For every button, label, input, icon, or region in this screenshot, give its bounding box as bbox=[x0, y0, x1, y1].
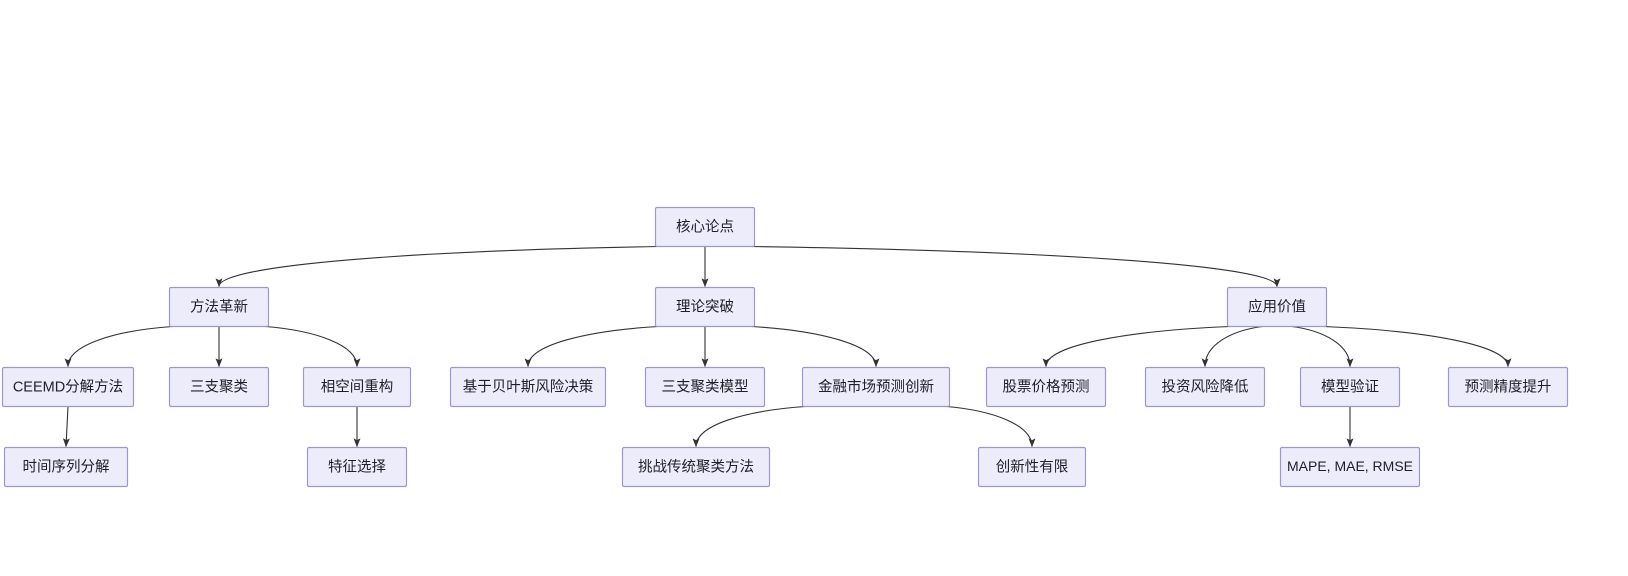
node-box-l2c[interactable] bbox=[302, 366, 412, 408]
node-label-root: 核心论点 bbox=[676, 218, 734, 235]
node-box-l1c[interactable] bbox=[1226, 286, 1328, 328]
node-l1c[interactable]: 应用价值 bbox=[1226, 286, 1328, 328]
node-l2d[interactable]: 基于贝叶斯风险决策 bbox=[449, 366, 607, 408]
node-l2a[interactable]: CEEMD分解方法 bbox=[1, 366, 135, 408]
node-label-l1a: 方法革新 bbox=[190, 298, 248, 315]
node-box-l3c[interactable] bbox=[621, 446, 771, 488]
node-box-l2j[interactable] bbox=[1447, 366, 1569, 408]
node-label-l2e: 三支聚类模型 bbox=[662, 378, 749, 395]
node-label-l3e: MAPE, MAE, RMSE bbox=[1287, 458, 1413, 474]
node-l1a[interactable]: 方法革新 bbox=[168, 286, 270, 328]
node-box-l1b[interactable] bbox=[654, 286, 756, 328]
node-label-l2h: 投资风险降低 bbox=[1162, 378, 1249, 395]
edge-l1b-to-l2f bbox=[751, 325, 880, 368]
node-box-l2h[interactable] bbox=[1144, 366, 1266, 408]
edge-l2a-to-l3a bbox=[62, 406, 70, 448]
node-l2h[interactable]: 投资风险降低 bbox=[1144, 366, 1266, 408]
node-box-l2e[interactable] bbox=[644, 366, 766, 408]
node-l3c[interactable]: 挑战传统聚类方法 bbox=[621, 446, 771, 488]
node-l2i[interactable]: 模型验证 bbox=[1299, 366, 1401, 408]
node-l2e[interactable]: 三支聚类模型 bbox=[644, 366, 766, 408]
node-label-l3d: 创新性有限 bbox=[996, 458, 1069, 475]
node-l2f[interactable]: 金融市场预测创新 bbox=[801, 366, 951, 408]
node-root[interactable]: 核心论点 bbox=[654, 206, 756, 248]
node-box-l2g[interactable] bbox=[985, 366, 1107, 408]
node-label-l2c: 相空间重构 bbox=[321, 378, 394, 395]
node-l3e[interactable]: MAPE, MAE, RMSE bbox=[1279, 446, 1421, 488]
edge-root-to-l1a bbox=[215, 245, 659, 288]
node-label-l2g: 股票价格预测 bbox=[1003, 378, 1090, 395]
node-label-l1b: 理论突破 bbox=[676, 298, 734, 315]
node-label-l3b: 特征选择 bbox=[328, 458, 386, 475]
node-box-root[interactable] bbox=[654, 206, 756, 248]
node-label-l2d: 基于贝叶斯风险决策 bbox=[463, 378, 594, 395]
edge-l1c-to-l2h bbox=[1201, 325, 1263, 368]
node-box-l3a[interactable] bbox=[3, 446, 129, 488]
node-box-l2f[interactable] bbox=[801, 366, 951, 408]
node-box-l1a[interactable] bbox=[168, 286, 270, 328]
node-l2j[interactable]: 预测精度提升 bbox=[1447, 366, 1569, 408]
node-label-l2j: 预测精度提升 bbox=[1465, 378, 1552, 395]
node-l3b[interactable]: 特征选择 bbox=[306, 446, 408, 488]
node-box-l3b[interactable] bbox=[306, 446, 408, 488]
node-label-l2i: 模型验证 bbox=[1321, 378, 1379, 395]
node-label-l2f: 金融市场预测创新 bbox=[818, 378, 934, 395]
node-label-l2a: CEEMD分解方法 bbox=[13, 378, 123, 395]
node-box-l2i[interactable] bbox=[1299, 366, 1401, 408]
node-l2g[interactable]: 股票价格预测 bbox=[985, 366, 1107, 408]
edge-l1c-to-l2i bbox=[1291, 325, 1354, 368]
node-label-l3c: 挑战传统聚类方法 bbox=[638, 458, 754, 475]
node-box-l2a[interactable] bbox=[1, 366, 135, 408]
node-l3d[interactable]: 创新性有限 bbox=[977, 446, 1087, 488]
node-label-l3a: 时间序列分解 bbox=[23, 458, 110, 475]
edge-l1c-to-l2j bbox=[1323, 325, 1512, 368]
edge-layer bbox=[62, 245, 1512, 448]
node-l2c[interactable]: 相空间重构 bbox=[302, 366, 412, 408]
edge-l1b-to-l2d bbox=[524, 325, 659, 368]
edge-l2f-to-l3c bbox=[692, 405, 806, 448]
node-box-l3e[interactable] bbox=[1279, 446, 1421, 488]
node-label-l1c: 应用价值 bbox=[1248, 297, 1306, 315]
edge-root-to-l1c bbox=[751, 245, 1281, 288]
node-box-l2b[interactable] bbox=[168, 366, 270, 408]
edge-l1c-to-l2g bbox=[1042, 325, 1231, 368]
edge-l1a-to-l2c bbox=[265, 325, 361, 368]
node-l3a[interactable]: 时间序列分解 bbox=[3, 446, 129, 488]
node-box-l3d[interactable] bbox=[977, 446, 1087, 488]
edge-l1a-to-l2a bbox=[64, 325, 173, 368]
edge-l2f-to-l3d bbox=[946, 405, 1036, 448]
node-l1b[interactable]: 理论突破 bbox=[654, 286, 756, 328]
node-box-l2d[interactable] bbox=[449, 366, 607, 408]
node-label-l2b: 三支聚类 bbox=[190, 378, 248, 395]
node-l2b[interactable]: 三支聚类 bbox=[168, 366, 270, 408]
